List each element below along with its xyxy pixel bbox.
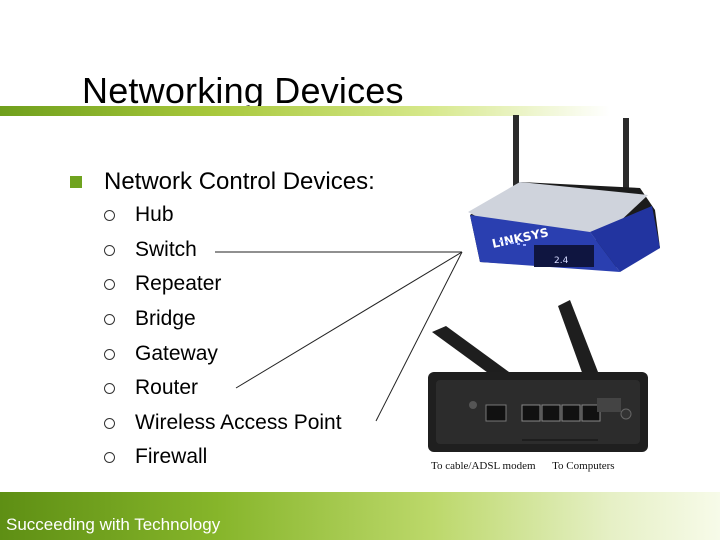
sub-bullet-hub: Hub (104, 203, 174, 227)
footer-bar (0, 492, 720, 540)
footer-text: Succeeding with Technology (6, 515, 221, 534)
circle-bullet-icon (104, 417, 115, 429)
circle-bullet-icon (104, 451, 115, 463)
sub-bullet-text: Repeater (135, 272, 222, 295)
sub-bullet-text: Hub (135, 203, 174, 226)
main-bullet-text: Network Control Devices: (104, 168, 375, 195)
circle-bullet-icon (104, 209, 115, 221)
square-bullet-icon (70, 176, 82, 188)
sub-bullet-wireless-access-point: Wireless Access Point (104, 411, 342, 435)
connector-lines (215, 251, 463, 422)
sub-bullet-repeater: Repeater (104, 272, 221, 296)
slide-title: Networking Devices (82, 70, 404, 111)
circle-bullet-icon (104, 382, 115, 394)
sub-bullet-firewall: Firewall (104, 445, 207, 469)
router-label-text: 2.4 (554, 256, 569, 266)
sub-bullet-text: Gateway (135, 342, 218, 365)
router-back-panel-icon (428, 300, 648, 452)
sub-bullet-text: Wireless Access Point (135, 411, 342, 434)
sub-bullet-text: Firewall (135, 445, 208, 468)
circle-bullet-icon (104, 313, 115, 325)
sub-bullet-text: Bridge (135, 307, 196, 330)
sub-bullet-bridge: Bridge (104, 307, 196, 331)
sub-bullet-switch: Switch (104, 238, 197, 262)
caption-computer-ports: To Computers (552, 460, 615, 472)
circle-bullet-icon (104, 278, 115, 290)
main-bullet: Network Control Devices: (70, 168, 375, 196)
title-underline-bar (0, 106, 610, 116)
circle-bullet-icon (104, 348, 115, 360)
sub-bullet-text: Switch (135, 238, 197, 261)
wireless-router-icon: LINKSYS 2.4 (468, 115, 660, 272)
caption-modem-port: To cable/ADSL modem (431, 460, 536, 472)
sub-bullet-router: Router (104, 376, 198, 400)
circle-bullet-icon (104, 244, 115, 256)
sub-bullet-gateway: Gateway (104, 342, 218, 366)
sub-bullet-text: Router (135, 376, 199, 399)
router-port-caption: To cable/ADSL modem To Computers (431, 460, 629, 472)
